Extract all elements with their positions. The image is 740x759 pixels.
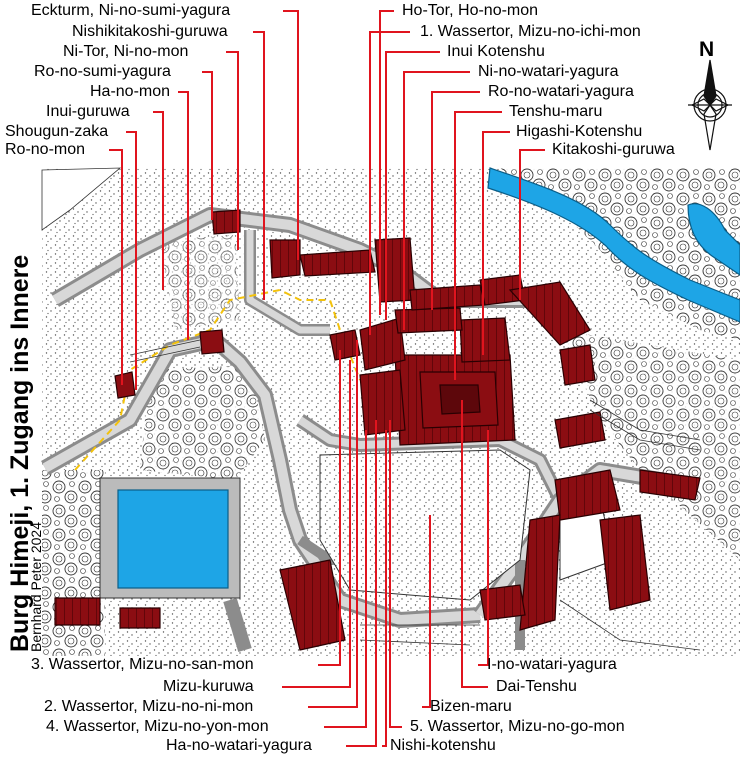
forest-inner-north (160, 235, 240, 330)
label-i-no-watari-yagura: I-no-watari-yagura (487, 656, 617, 673)
label-shougun-zaka: Shougun-zaka (5, 123, 109, 140)
pond (117, 489, 229, 589)
moat-corner (687, 203, 740, 276)
label-2-wassertor: 2. Wassertor, Mizu-no-ni-mon (44, 698, 254, 715)
river (487, 167, 740, 323)
label-4-wassertor: 4. Wassertor, Mizu-no-yon-mon (46, 718, 269, 735)
label-ni-no-watari-yagura: Ni-no-watari-yagura (478, 63, 619, 80)
label-nishikitakoshi-guruwa: Nishikitakoshi-guruwa (72, 23, 228, 40)
forest-east (560, 330, 740, 560)
label-ho-tor: Ho-Tor, Ho-no-mon (402, 2, 539, 19)
label-tenshu-maru: Tenshu-maru (509, 103, 603, 120)
label-inui-kotenshu: Inui Kotenshu (447, 43, 545, 60)
label-ro-no-sumi-yagura: Ro-no-sumi-yagura (34, 63, 171, 80)
label-ro-no-watari-yagura: Ro-no-watari-yagura (488, 83, 634, 100)
label-ha-no-mon: Ha-no-mon (90, 83, 171, 100)
label-ni-tor: Ni-Tor, Ni-no-mon (63, 43, 189, 60)
leader-lines (109, 10, 545, 747)
label-higashi-kotenshu: Higashi-Kotenshu (516, 123, 643, 140)
label-dai-tenshu: Dai-Tenshu (496, 678, 577, 695)
label-3-wassertor: 3. Wassertor, Mizu-no-san-mon (31, 656, 254, 673)
compass-label: N (699, 38, 715, 61)
label-5-wassertor: 5. Wassertor, Mizu-no-go-mon (410, 718, 625, 735)
label-mizu-kuruwa: Mizu-kuruwa (163, 678, 254, 695)
map-credit: Bernhard Peter 2024 (28, 522, 44, 652)
north-arrow-icon (688, 59, 732, 151)
label-kitakoshi-guruwa: Kitakoshi-guruwa (552, 141, 675, 158)
forest-center (140, 365, 265, 480)
label-eckturm: Eckturm, Ni-no-sumi-yagura (31, 2, 231, 19)
map-area (41, 167, 740, 656)
label-inui-guruwa: Inui-guruwa (46, 103, 130, 120)
forest-west (42, 470, 105, 656)
label-ro-no-mon: Ro-no-mon (5, 141, 86, 158)
bizen-maru-court (319, 449, 531, 601)
buildings (54, 209, 701, 651)
moat-west (41, 167, 122, 231)
label-1-wassertor: 1. Wassertor, Mizu-no-ichi-mon (420, 23, 641, 40)
label-nishi-kotenshu: Nishi-kotenshu (390, 737, 496, 754)
roads (129, 339, 701, 651)
label-bizen-maru: Bizen-maru (430, 698, 512, 715)
label-ha-no-watari-yagura: Ha-no-watari-yagura (166, 737, 312, 754)
